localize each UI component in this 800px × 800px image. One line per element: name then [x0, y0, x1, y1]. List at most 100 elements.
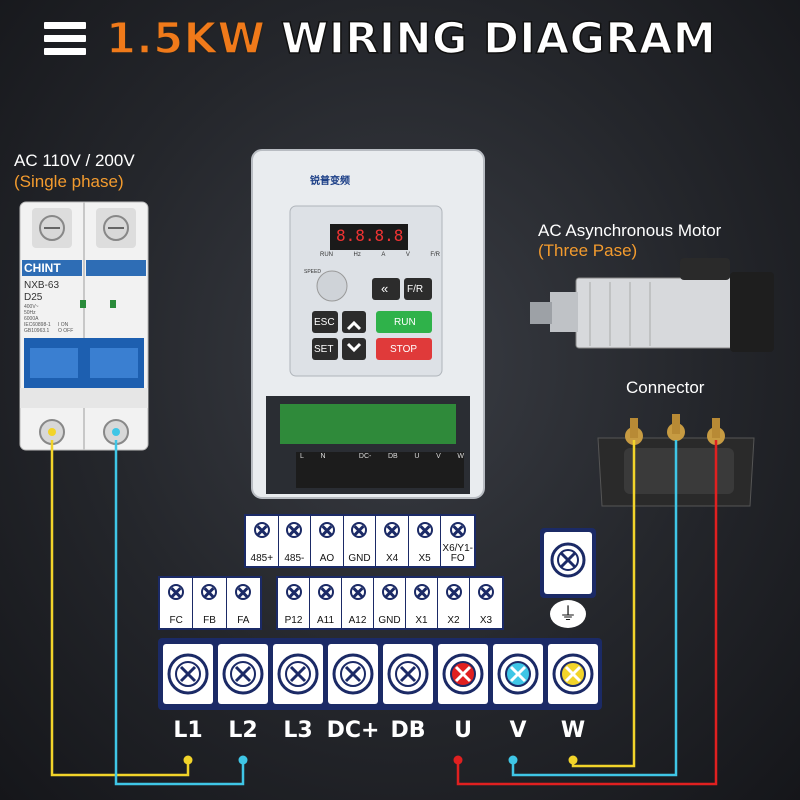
stop-button[interactable]: STOP: [390, 344, 418, 355]
menu-icon: [44, 22, 86, 56]
power-terminal-block: [158, 638, 602, 710]
screw-icon: [449, 522, 466, 538]
screw-icon: [413, 584, 430, 600]
input-terminal: GND: [374, 578, 406, 628]
input-terminal-label: GND: [378, 615, 401, 626]
motor-sub-label: (Three Pase): [538, 241, 638, 260]
control-top-terminal: 485+: [246, 516, 279, 566]
screw-icon: [349, 584, 366, 600]
title-bar: 1.5KW WIRING DIAGRAM: [0, 0, 800, 80]
input-terminal: A11: [310, 578, 342, 628]
fault-terminal: FA: [227, 578, 260, 628]
power-terminal-label: DC+: [326, 718, 380, 743]
input-terminal-label: X3: [479, 615, 493, 626]
control-terminals-top: 485+ 485- AO GND X4 X5 X6/Y1-FO: [244, 514, 476, 568]
back-button[interactable]: «: [381, 281, 389, 296]
ground-terminal: [540, 528, 596, 598]
screw-icon: [381, 584, 398, 600]
screw-icon: [318, 522, 335, 538]
screw-icon: [168, 584, 185, 600]
power-terminal-v: [493, 644, 543, 704]
control-top-terminal: X6/Y1-FO: [441, 516, 474, 566]
control-top-terminal-label: X5: [418, 553, 431, 564]
wire-end-u: [453, 755, 463, 765]
input-terminal: X3: [470, 578, 502, 628]
power-terminal-w: [548, 644, 598, 704]
breaker-brand: CHINT: [24, 261, 61, 275]
screw-icon: [317, 584, 334, 600]
power-terminal-db: [383, 644, 433, 704]
power-terminal-label: L3: [283, 718, 313, 743]
power-terminal-label: U: [454, 718, 472, 743]
screw-icon: [235, 584, 252, 600]
title-accent: 1.5KW: [105, 13, 266, 65]
connector-label: Connector: [626, 378, 705, 397]
control-top-terminal: GND: [344, 516, 377, 566]
input-terminal-label: X2: [447, 615, 460, 626]
screw-icon: [384, 522, 401, 538]
control-top-terminal: X5: [409, 516, 442, 566]
wire-end-v: [508, 755, 518, 765]
fault-terminal-label: FB: [203, 615, 216, 626]
vfd-brand: 锐普变频: [310, 176, 350, 187]
fault-terminal: FB: [193, 578, 227, 628]
input-terminal-label: X1: [415, 615, 428, 626]
power-terminal-label: DB: [390, 718, 426, 743]
fr-button[interactable]: F/R: [407, 284, 424, 295]
motor-label: AC Asynchronous Motor: [538, 221, 722, 240]
screw-icon: [286, 522, 303, 538]
control-top-terminal-label: GND: [348, 553, 371, 564]
ground-icon: ⏚: [550, 600, 586, 628]
control-top-terminal-label: 485-: [284, 553, 305, 564]
control-top-terminal: 485-: [279, 516, 312, 566]
power-terminal-u: [438, 644, 488, 704]
control-top-terminal: X4: [376, 516, 409, 566]
fault-terminal-label: FA: [237, 615, 250, 626]
control-terminals-inputs: P12 A11 A12 GND X1 X2 X3: [276, 576, 504, 630]
screw-icon: [478, 584, 494, 600]
breaker-model: NXB-63: [24, 280, 60, 291]
screw-icon: [285, 584, 302, 600]
input-terminal-label: P12: [284, 615, 303, 626]
wire-end-w: [568, 755, 578, 765]
power-terminal-l2: [218, 644, 268, 704]
input-terminal-label: A11: [316, 615, 335, 626]
breaker-rating: D25: [24, 292, 43, 303]
vfd-display: 8.8.8.8: [336, 226, 404, 245]
power-terminal-label: L2: [228, 718, 258, 743]
power-terminal-l1: [163, 644, 213, 704]
esc-button[interactable]: ESC: [314, 317, 335, 328]
power-terminal-l3: [273, 644, 323, 704]
title-main: WIRING DIAGRAM: [280, 13, 717, 65]
speed-label: SPEED: [304, 269, 321, 275]
input-terminal: A12: [342, 578, 374, 628]
control-top-terminal-label: X4: [385, 553, 399, 564]
wire-end-l1: [183, 755, 193, 765]
motor-connector: [594, 408, 758, 512]
spindle-motor: [520, 252, 780, 352]
control-top-terminal-label: AO: [319, 553, 335, 564]
input-terminal: X1: [406, 578, 438, 628]
supply-sub-label: (Single phase): [14, 172, 124, 191]
screw-icon: [253, 522, 270, 538]
fault-terminal: FC: [160, 578, 194, 628]
input-terminal: X2: [438, 578, 470, 628]
supply-label: AC 110V / 200V: [14, 151, 135, 170]
power-terminal-label: L1: [173, 718, 203, 743]
power-terminal-label: V: [509, 718, 527, 743]
fault-terminal-label: FC: [169, 615, 183, 626]
control-top-terminal-label: 485+: [250, 553, 274, 564]
control-terminals-fault: FC FB FA: [158, 576, 262, 630]
power-terminal-label: W: [560, 718, 586, 743]
screw-icon: [416, 522, 433, 538]
input-terminal-label: A12: [348, 615, 367, 626]
page-title: 1.5KW WIRING DIAGRAM: [105, 13, 717, 65]
set-button[interactable]: SET: [314, 344, 334, 355]
run-button[interactable]: RUN: [394, 317, 416, 328]
wire-end-l2: [238, 755, 248, 765]
